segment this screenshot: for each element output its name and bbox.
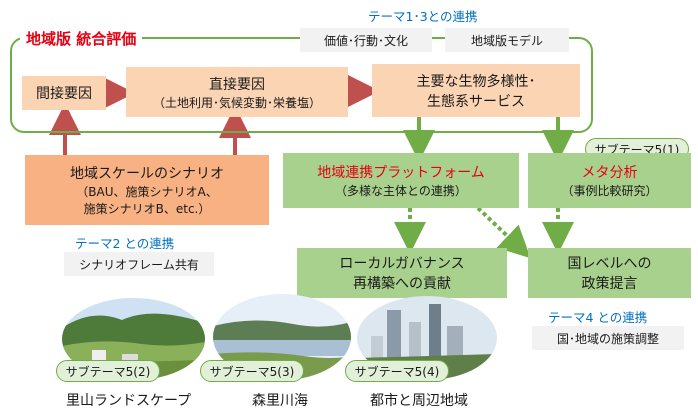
arrow-platform-to-policy [476, 206, 531, 259]
direct-factors-sub: （土地利用･気候変動･栄養塩） [152, 95, 321, 110]
subtheme-5-4-badge: サブテーマ5(4) [345, 360, 449, 382]
meta-title: メタ分析 [581, 165, 638, 181]
scenario-sub1: （BAU、施策シナリオA、 [76, 185, 218, 199]
national-policy-box: 国レベルへの 政策提言 [528, 248, 691, 298]
biodiv-line1: 主要な生物多様性･ [416, 73, 536, 90]
governance-line2: 再構築への貢献 [353, 276, 451, 292]
scenario-title: 地域スケールのシナリオ [70, 166, 224, 182]
subtheme-5-3-badge: サブテーマ5(3) [200, 360, 304, 382]
local-governance-box: ローカルガバナンス 再構築への貢献 [297, 248, 507, 298]
tag-value-behavior-culture: 価値･行動･文化 [300, 28, 432, 52]
theme4-link-label: テーマ4 との連携 [548, 310, 648, 325]
frame-title: 地域版 統合評価 [20, 28, 143, 49]
caption-satoyama: 里山ランドスケープ [66, 393, 192, 409]
governance-line1: ローカルガバナンス [339, 256, 465, 272]
meta-analysis-box: メタ分析 （事例比較研究） [528, 153, 691, 208]
caption-urban: 都市と周辺地域 [370, 393, 468, 409]
caption-forest-river-sea: 森里川海 [252, 393, 308, 409]
subtheme-5-2-badge: サブテーマ5(2) [56, 360, 160, 382]
direct-factors-box: 直接要因 （土地利用･気候変動･栄養塩） [126, 67, 348, 117]
regional-platform-box: 地域連携プラットフォーム （多様な主体との連携） [283, 153, 519, 208]
scenario-framework-box: シナリオフレーム共有 [64, 252, 214, 276]
indirect-factors-label: 間接要因 [36, 86, 92, 102]
policy-coordination-box: 国･地域の施策調整 [532, 326, 684, 350]
policy-line1: 国レベルへの [567, 256, 652, 272]
platform-title: 地域連携プラットフォーム [317, 165, 485, 181]
direct-factors-title: 直接要因 [209, 76, 265, 93]
indirect-factors-box: 間接要因 [22, 76, 106, 110]
biodiversity-ecosystem-box: 主要な生物多様性･ 生態系サービス [372, 64, 580, 117]
theme2-link-label: テーマ2 との連携 [75, 236, 175, 251]
scenario-sub2: 施策シナリオB、etc.） [83, 202, 211, 216]
theme13-link-label: テーマ1･3との連携 [368, 9, 478, 24]
regional-scenario-box: 地域スケールのシナリオ （BAU、施策シナリオA、 施策シナリオB、etc.） [25, 155, 269, 225]
biodiv-line2: 生態系サービス [427, 93, 525, 110]
policy-line2: 政策提言 [581, 276, 638, 292]
platform-sub: （多様な主体との連携） [335, 184, 467, 198]
tag-regional-model: 地域版モデル [445, 28, 569, 52]
meta-sub: （事例比較研究） [561, 184, 658, 198]
